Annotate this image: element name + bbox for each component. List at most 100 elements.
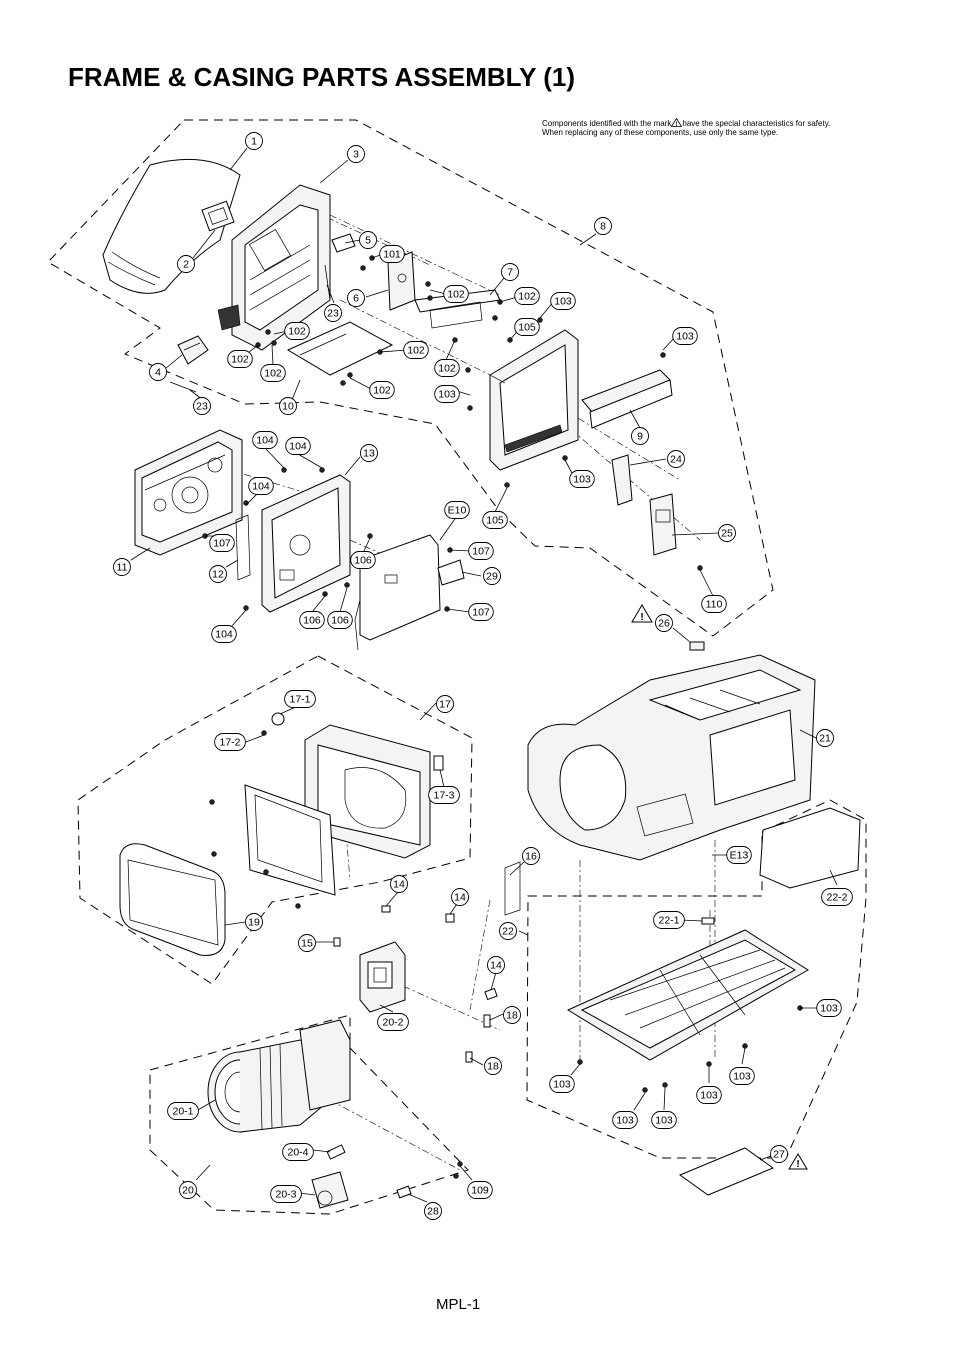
callout-20-4: 20-4 — [282, 1143, 314, 1161]
callout-22-1: 22-1 — [653, 911, 685, 929]
callout-bubble — [726, 846, 752, 864]
callout-103j: 103 — [651, 1111, 677, 1129]
callout-bubble — [379, 245, 405, 263]
callout-bubble — [260, 364, 286, 382]
callout-bubble — [284, 690, 316, 708]
callout-bubble — [468, 603, 494, 621]
callout-bubble — [594, 217, 612, 235]
callout-bubble — [503, 1006, 521, 1024]
part-21-main-casing — [527, 654, 816, 861]
warning-mark-26: ! — [640, 612, 643, 623]
leader-lines — [130, 147, 838, 1203]
part-main-frame — [489, 329, 579, 471]
callout-label: E13 — [730, 850, 749, 862]
callout-E10: E10 — [444, 501, 470, 519]
callout-bubble — [672, 327, 698, 345]
callout-107a: 107 — [468, 542, 494, 560]
callout-label: 102 — [438, 363, 456, 375]
callout-label: 14 — [490, 960, 502, 972]
callout-label: 17 — [439, 699, 451, 711]
warning-mark-27: ! — [796, 1159, 799, 1170]
callout-label: 106 — [354, 555, 372, 567]
callout-1: 1 — [245, 132, 263, 150]
callout-label: 18 — [506, 1010, 518, 1022]
callout-bubble — [245, 913, 263, 931]
callout-20-1: 20-1 — [167, 1102, 199, 1120]
callout-bubble — [377, 1013, 409, 1031]
callout-102e: 102 — [227, 350, 253, 368]
callout-label: 2 — [183, 259, 189, 271]
callout-label: 22-2 — [826, 892, 847, 904]
callout-103e: 103 — [816, 999, 842, 1017]
callout-bubble — [718, 524, 736, 542]
callout-bubble — [549, 1075, 575, 1093]
svg-text:!: ! — [676, 122, 678, 127]
callout-21: 21 — [816, 729, 834, 747]
callout-20-2: 20-2 — [377, 1013, 409, 1031]
callout-label: 103 — [820, 1003, 838, 1015]
callout-27: 27 — [770, 1145, 788, 1163]
callout-14b: 14 — [451, 888, 469, 906]
callout-label: 14 — [393, 879, 405, 891]
part-19-frame — [244, 784, 336, 896]
callout-106c: 106 — [327, 611, 353, 629]
part-25-bracket — [649, 493, 677, 556]
callout-bubble — [227, 350, 253, 368]
page-footer: MPL-1 — [436, 1296, 481, 1313]
callout-bubble — [484, 1057, 502, 1075]
callout-label: 104 — [289, 441, 307, 453]
safety-warning-27: ! — [788, 1153, 808, 1170]
callout-17-1: 17-1 — [284, 690, 316, 708]
callout-label: 7 — [507, 267, 513, 279]
callout-bubble — [248, 477, 274, 495]
callout-bubble — [482, 511, 508, 529]
callout-bubble — [177, 255, 195, 273]
callout-bubble — [434, 359, 460, 377]
callout-label: 20-3 — [275, 1189, 296, 1201]
callout-bubble — [667, 450, 685, 468]
callout-bubble — [467, 1181, 493, 1199]
callout-label: 110 — [706, 599, 723, 611]
callout-bubble — [211, 625, 237, 643]
callout-17-2: 17-2 — [214, 733, 246, 751]
callout-bubble — [214, 733, 246, 751]
callout-label: 20 — [182, 1185, 194, 1197]
callout-bubble — [770, 1145, 788, 1163]
callout-23a: 23 — [324, 304, 342, 322]
callout-bubble — [270, 1185, 302, 1203]
part-3-side-frame — [217, 184, 331, 351]
callout-label: 23 — [196, 401, 208, 413]
callout-bubble — [403, 341, 429, 359]
warning-triangle-icon: ! — [671, 118, 683, 127]
callout-bubble — [655, 614, 673, 632]
callout-bubble — [428, 786, 460, 804]
callout-bubble — [327, 611, 353, 629]
callout-label: 102 — [407, 345, 425, 357]
callout-103g: 103 — [729, 1067, 755, 1085]
callout-14a: 14 — [390, 875, 408, 893]
callout-label: 25 — [721, 528, 733, 540]
callout-label: 101 — [383, 249, 401, 261]
callout-bubble — [436, 695, 454, 713]
callout-label: 104 — [256, 435, 274, 447]
callout-label: 10 — [282, 401, 294, 413]
callout-E13: E13 — [726, 846, 752, 864]
callout-bubble — [483, 567, 501, 585]
callout-bubble — [252, 431, 278, 449]
callout-20-3: 20-3 — [270, 1185, 302, 1203]
callout-9: 9 — [631, 427, 649, 445]
callout-2: 2 — [177, 255, 195, 273]
callout-6: 6 — [347, 289, 365, 307]
callout-102h: 102 — [369, 381, 395, 399]
callout-bubble — [284, 322, 310, 340]
callout-18b: 18 — [484, 1057, 502, 1075]
callout-label: 107 — [472, 607, 490, 619]
part-20-1-lens — [207, 1019, 351, 1133]
warning-triangle-icon — [788, 1153, 808, 1170]
callout-106b: 106 — [299, 611, 325, 629]
group-outline-17 — [77, 655, 473, 985]
callout-bubble — [487, 956, 505, 974]
callout-bubble — [550, 292, 576, 310]
callout-103f: 103 — [549, 1075, 575, 1093]
callout-26: 26 — [655, 614, 673, 632]
